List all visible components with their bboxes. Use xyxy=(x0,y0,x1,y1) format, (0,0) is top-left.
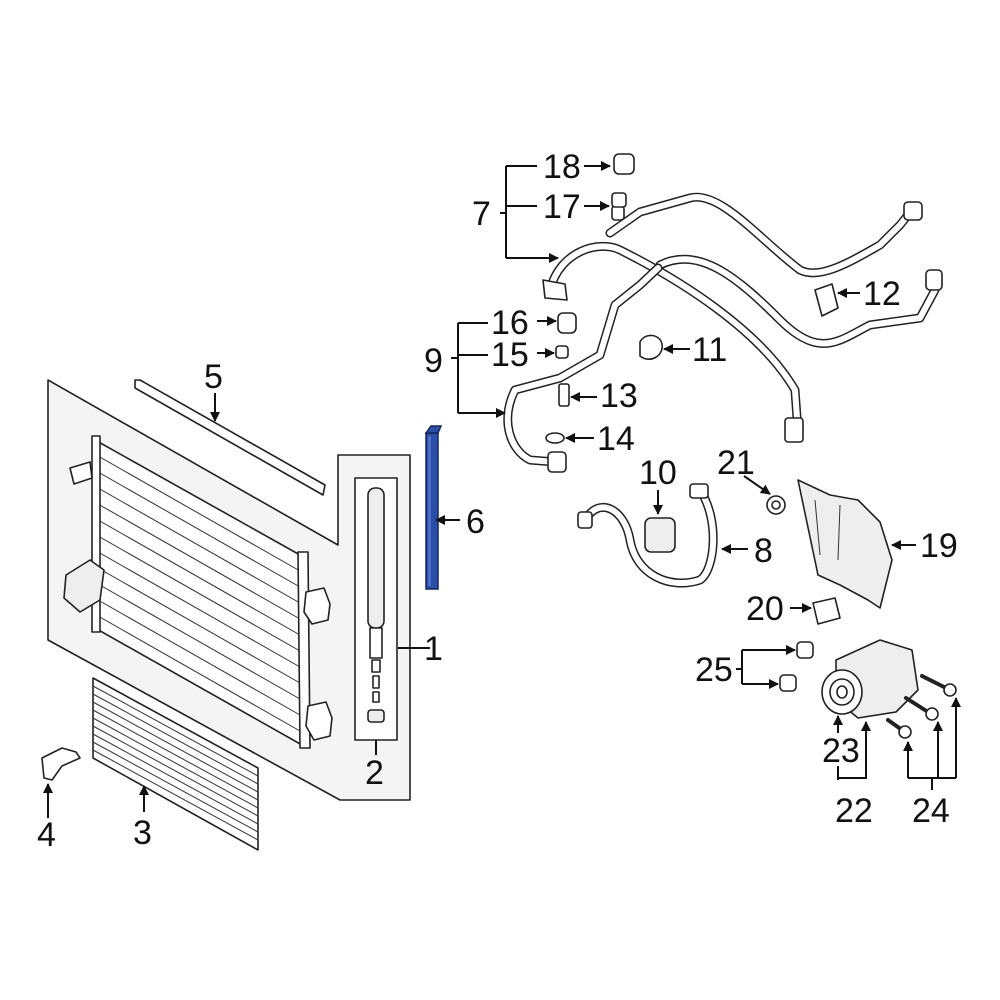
part-5-seal-strip xyxy=(134,379,326,496)
part-25-caps xyxy=(779,641,814,692)
part-9-hose-assembly xyxy=(503,263,663,473)
callout-5: 5 xyxy=(204,358,223,396)
callout-24: 24 xyxy=(912,792,950,830)
part-21-nut xyxy=(766,495,786,515)
part-17-cap xyxy=(611,192,627,208)
part-20-clip xyxy=(812,597,841,625)
callout-21: 21 xyxy=(717,444,755,482)
callout-12: 12 xyxy=(863,275,901,313)
part-14-o-ring xyxy=(545,432,565,444)
callout-23: 23 xyxy=(822,732,860,770)
callout-20: 20 xyxy=(746,590,784,628)
part-19-heat-shield xyxy=(797,479,893,609)
callout-7: 7 xyxy=(472,195,491,233)
callout-9: 9 xyxy=(424,342,443,380)
callout-10: 10 xyxy=(639,454,677,492)
part-8-hose xyxy=(577,483,718,588)
part-3-grille xyxy=(92,677,259,851)
part-6-seal xyxy=(424,425,443,590)
callout-8: 8 xyxy=(754,532,773,570)
leader-lines xyxy=(43,161,961,818)
callout-19: 19 xyxy=(920,527,958,565)
part-13-valve xyxy=(558,383,570,407)
callout-1: 1 xyxy=(424,630,443,668)
condenser-assembly xyxy=(63,435,333,749)
callout-22: 22 xyxy=(835,792,873,830)
callout-6: 6 xyxy=(466,503,485,541)
part-11-clamp xyxy=(639,334,663,360)
part-2-receiver-drier xyxy=(354,477,398,741)
callout-2: 2 xyxy=(365,754,384,792)
part-18-cap xyxy=(613,153,635,175)
part-4-bracket xyxy=(41,747,81,781)
callout-25: 25 xyxy=(695,651,733,689)
callout-14: 14 xyxy=(597,420,635,458)
part-10-muffler xyxy=(644,517,676,553)
part-24-bolts xyxy=(886,674,957,739)
callout-17: 17 xyxy=(543,188,581,226)
callout-16: 16 xyxy=(491,304,529,342)
part-22-compressor xyxy=(821,639,919,719)
part-7-hose-assembly xyxy=(542,192,943,443)
callout-18: 18 xyxy=(543,148,581,186)
callout-labels: 1 2 3 4 5 6 7 8 9 10 11 12 13 14 15 16 1… xyxy=(37,148,958,854)
callout-15: 15 xyxy=(491,336,529,374)
callout-13: 13 xyxy=(600,377,638,415)
callout-3: 3 xyxy=(133,814,152,852)
callout-4: 4 xyxy=(37,816,56,854)
callout-11: 11 xyxy=(692,331,727,369)
part-12-bracket xyxy=(814,283,839,317)
part-15-cap xyxy=(555,345,569,359)
part-16-cap xyxy=(557,312,577,334)
